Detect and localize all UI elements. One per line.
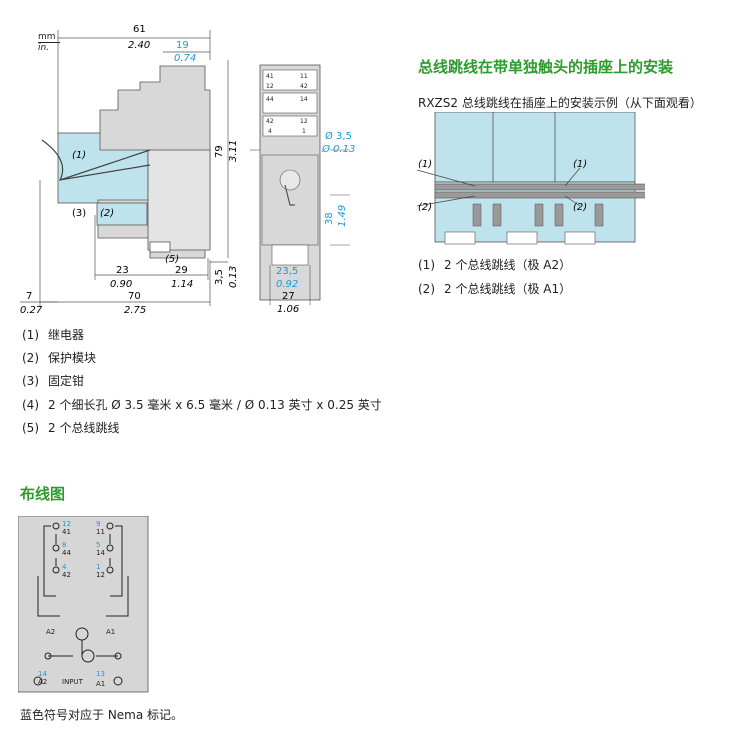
dim-0-27: 0.27 xyxy=(20,305,43,316)
note-num: (3) xyxy=(22,374,39,388)
dim-23-5: 23,5 xyxy=(276,266,298,277)
wd-44: 44 xyxy=(62,549,71,557)
wd-a2: A2 xyxy=(46,628,55,636)
dim-3-11: 3.11 xyxy=(228,140,239,162)
note-text: 2 个细长孔 Ø 3.5 毫米 x 6.5 毫米 / Ø 0.13 英寸 x 0… xyxy=(48,398,382,412)
socket-front-view: 41 11 12 42 44 14 42 12 4 1 A2 A1 14 13 … xyxy=(250,64,355,315)
note-1: (1) 继电器 xyxy=(22,326,84,343)
bus-section-subtitle: RXZS2 总线跳线在插座上的安装示例（从下面观看） xyxy=(418,96,702,110)
pin-41: 41 xyxy=(266,73,274,80)
dim-61: 61 xyxy=(133,24,146,35)
dim-3-5: 3,5 xyxy=(214,269,225,285)
wd-blue-1: 1 xyxy=(96,563,100,571)
bus-callout-1a: (1) xyxy=(418,159,432,170)
pin-14: 14 xyxy=(300,96,308,103)
dim-phi-0-13: Ø 0.13 xyxy=(321,143,355,155)
legend-num: (2) xyxy=(418,282,435,296)
callout-5: (5) xyxy=(165,254,179,265)
side-view-drawing: 61 2.40 19 0.74 79 3.11 23 0.90 29 1.14 … xyxy=(20,24,239,316)
pin-42: 42 xyxy=(300,83,308,90)
wd-12: 12 xyxy=(96,571,105,579)
bus-callout-1b: (1) xyxy=(573,159,587,170)
note-2: (2) 保护模块 xyxy=(22,349,96,366)
wd-11: 11 xyxy=(96,528,105,536)
pin-1: 1 xyxy=(302,128,306,135)
note-text: 2 个总线跳线 xyxy=(48,421,120,435)
unit-legend: mm in. xyxy=(38,32,60,53)
wd-a1: A1 xyxy=(106,628,115,636)
legend-text: 2 个总线跳线（极 A1） xyxy=(444,282,572,296)
pin-12: 12 xyxy=(266,83,274,90)
dim-27: 27 xyxy=(282,291,295,302)
wd-blue-13: 13 xyxy=(96,670,105,678)
note-3: (3) 固定钳 xyxy=(22,372,84,389)
dim-70: 70 xyxy=(128,291,141,302)
bus-callout-2a: (2) xyxy=(418,202,432,213)
dim-2-75: 2.75 xyxy=(124,305,146,316)
bus-legend-1: (1) 2 个总线跳线（极 A2） xyxy=(418,256,571,273)
wd-blue-9: 9 xyxy=(96,520,100,528)
callout-3: (3) xyxy=(72,208,86,219)
dim-0-74: 0.74 xyxy=(174,53,196,64)
pin-12b: 12 xyxy=(300,118,308,125)
dim-2-40: 2.40 xyxy=(128,40,150,51)
dim-0-92: 0.92 xyxy=(276,279,298,290)
dim-23: 23 xyxy=(116,265,129,276)
dim-19: 19 xyxy=(176,40,189,51)
callout-1: (1) xyxy=(72,150,86,161)
wd-14: 14 xyxy=(96,549,105,557)
note-num: (1) xyxy=(22,328,39,342)
wd-blue-4: 4 xyxy=(62,563,67,571)
wd-input: INPUT xyxy=(62,678,84,686)
unit-mm: mm xyxy=(38,32,60,43)
wiring-footer: 蓝色符号对应于 Nema 标记。 xyxy=(20,708,184,722)
wiring-title: 布线图 xyxy=(20,485,66,503)
wd-41: 41 xyxy=(62,528,71,536)
dim-79: 79 xyxy=(214,145,225,158)
dim-1-14: 1.14 xyxy=(171,279,193,290)
callout-2: (2) xyxy=(100,208,114,219)
dim-1-06: 1.06 xyxy=(277,304,299,315)
dim-7: 7 xyxy=(26,291,32,302)
note-5: (5) 2 个总线跳线 xyxy=(22,419,119,436)
legend-text: 2 个总线跳线（极 A2） xyxy=(444,258,572,272)
wiring-diagram: 12 9 8 5 4 1 14 13 41 11 44 14 42 12 A2 … xyxy=(18,516,149,693)
unit-in: in. xyxy=(38,43,50,53)
dim-38: 38 xyxy=(324,212,335,225)
note-4: (4) 2 个细长孔 Ø 3.5 毫米 x 6.5 毫米 / Ø 0.13 英寸 … xyxy=(22,396,382,413)
wd-42: 42 xyxy=(62,571,71,579)
pin-42b: 42 xyxy=(266,118,274,125)
pin-44: 44 xyxy=(266,96,274,103)
note-num: (4) xyxy=(22,398,39,412)
dim-0-90: 0.90 xyxy=(110,279,132,290)
wd-a1b: A1 xyxy=(96,680,105,688)
pin-4: 4 xyxy=(268,128,272,135)
bus-legend-2: (2) 2 个总线跳线（极 A1） xyxy=(418,280,571,297)
wd-blue-12: 12 xyxy=(62,520,71,528)
dim-phi-3-5: Ø 3,5 xyxy=(325,130,352,142)
note-num: (2) xyxy=(22,351,39,365)
bus-section-title: 总线跳线在带单独触头的插座上的安装 xyxy=(418,58,674,76)
dim-0-13: 0.13 xyxy=(228,266,239,288)
wd-blue-8: 8 xyxy=(62,541,66,549)
bus-jumper-drawing: (1) (2) (1) (2) xyxy=(416,112,645,245)
pin-11: 11 xyxy=(300,73,308,80)
wd-blue-5: 5 xyxy=(96,541,100,549)
wd-a2b: A2 xyxy=(38,678,47,686)
dim-29: 29 xyxy=(175,265,188,276)
note-num: (5) xyxy=(22,421,39,435)
wd-blue-14: 14 xyxy=(38,670,47,678)
note-text: 固定钳 xyxy=(48,374,85,388)
note-text: 保护模块 xyxy=(48,351,97,365)
bus-callout-2b: (2) xyxy=(573,202,587,213)
note-text: 继电器 xyxy=(48,328,85,342)
dim-1-49: 1.49 xyxy=(337,205,348,227)
legend-num: (1) xyxy=(418,258,435,272)
